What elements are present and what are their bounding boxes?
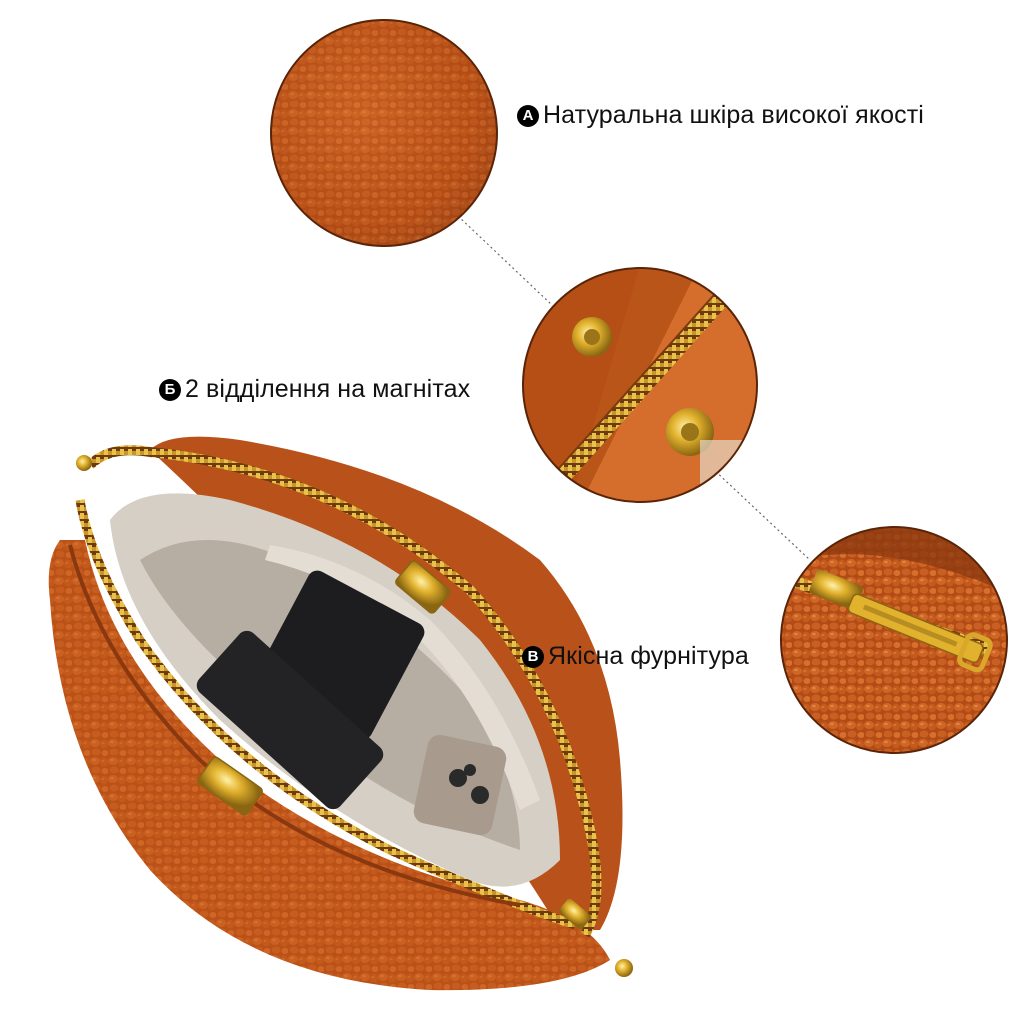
feature-c: В Якісна фурнітура	[522, 642, 749, 671]
feature-label-b: 2 відділення на магнітах	[185, 375, 471, 403]
feature-a: A Натуральна шкіра високої якості	[517, 101, 924, 130]
marker-badge-a: A	[517, 104, 539, 127]
marker-badge-c: В	[522, 645, 544, 668]
gold-zipper-puller-closeup	[780, 526, 1008, 754]
feature-b: Б 2 відділення на магнітах	[159, 375, 470, 404]
leather-texture-closeup	[270, 19, 498, 247]
marker-badge-b: Б	[159, 378, 181, 401]
magnetic-buttons-closeup	[522, 267, 758, 503]
feature-label-a: Натуральна шкіра високої якості	[543, 101, 924, 129]
connector-lines	[457, 215, 811, 561]
crossbody-bag	[48, 436, 633, 991]
feature-label-c: Якісна фурнітура	[548, 642, 749, 670]
